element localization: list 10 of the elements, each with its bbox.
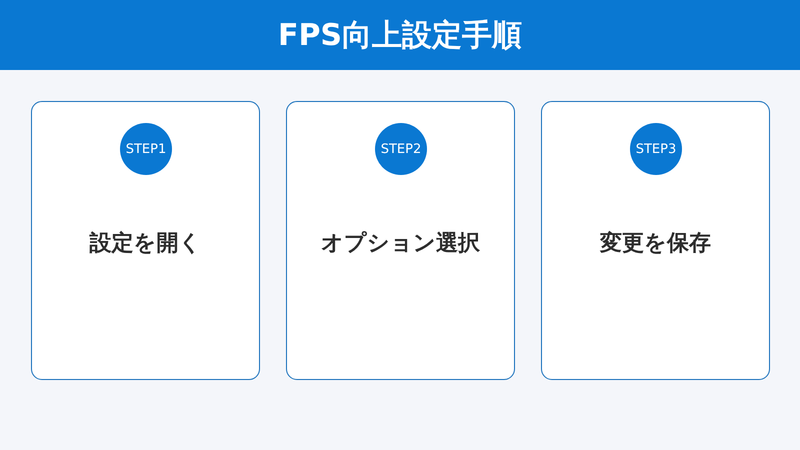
step-circle: STEP3 — [630, 123, 682, 175]
step-card — [541, 101, 770, 380]
step-circle: STEP2 — [375, 123, 427, 175]
step-circle: STEP1 — [120, 123, 172, 175]
step-card — [286, 101, 515, 380]
step-card — [31, 101, 260, 380]
step-title: オプション選択 — [320, 230, 481, 258]
title: FPS向上設定手順 — [278, 16, 522, 54]
step-title: 変更を保存 — [598, 230, 712, 258]
step-title: 設定を開く — [88, 230, 202, 258]
